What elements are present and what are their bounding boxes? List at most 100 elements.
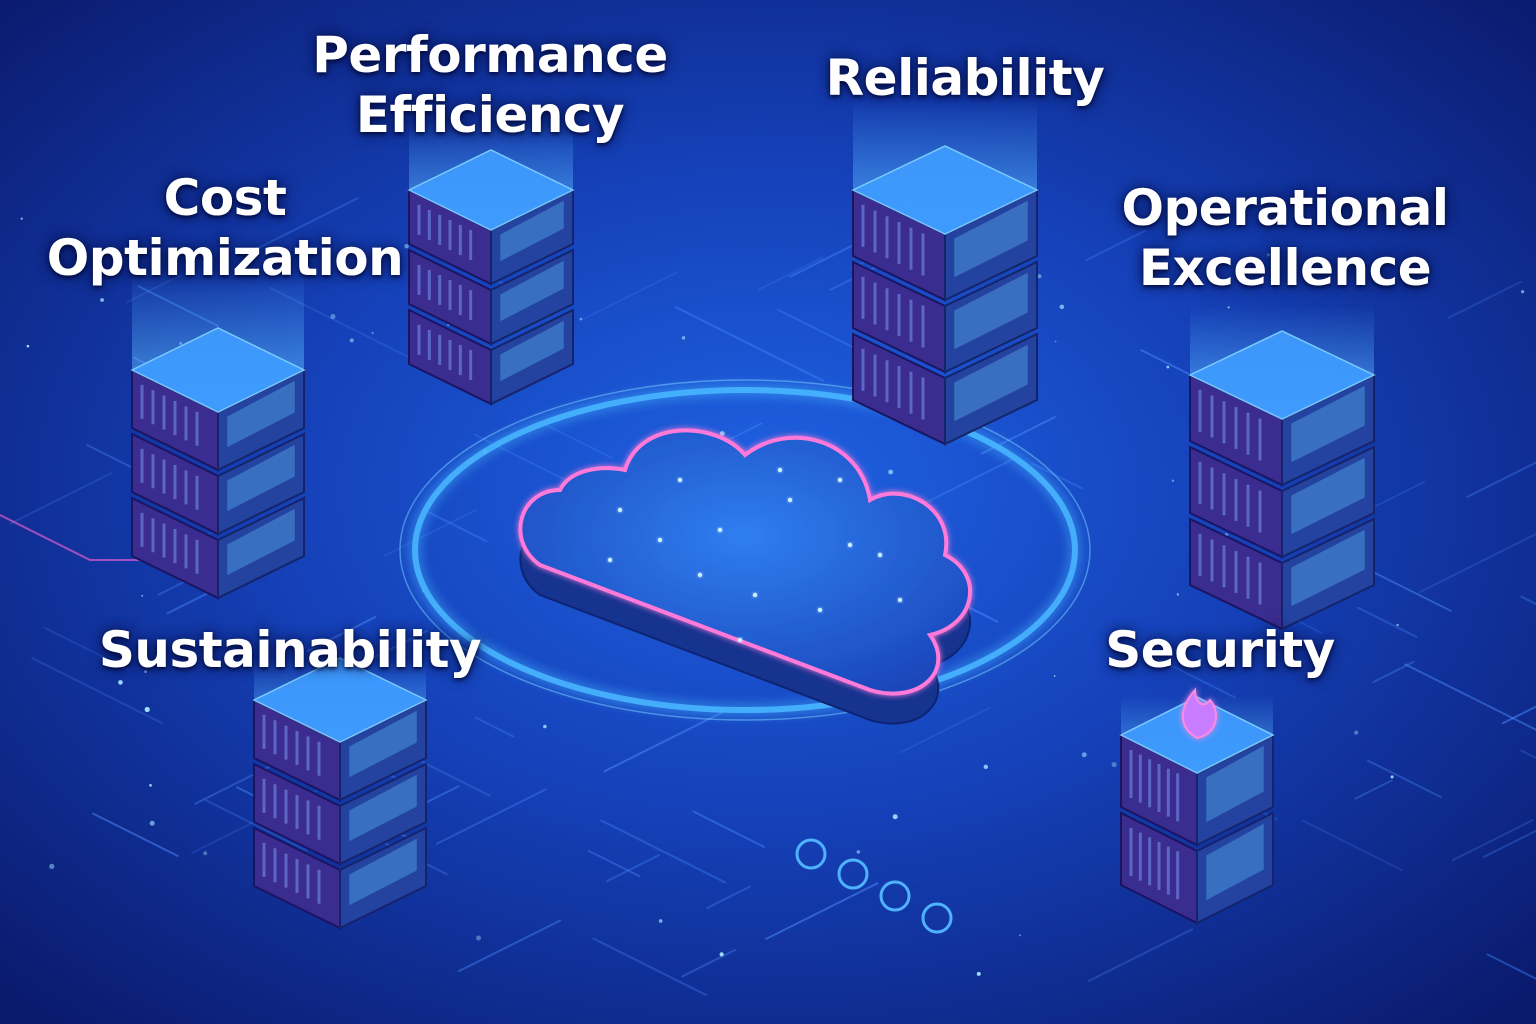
flame-icon [1181,687,1217,740]
sparkle [579,317,583,321]
server-panel [954,272,1028,350]
sparkle [1176,593,1180,596]
sparkle [1171,479,1175,483]
circuit-trace [681,948,737,978]
star [897,597,903,603]
circuit-trace [603,711,724,773]
star [737,637,743,643]
circuit-trace [545,424,613,459]
status-ring [921,902,953,934]
server-top-face [407,149,575,231]
server-top-face [1188,330,1376,420]
server-right-face [1196,811,1274,925]
label-performance-efficiency: Performance Efficiency [300,25,680,145]
sparkle [888,469,894,475]
sparkle [1166,365,1170,369]
circuit-trace [1419,532,1536,593]
circuit-trace [1140,649,1236,699]
circuit-trace [43,626,129,671]
star [697,572,703,578]
circuit-trace [251,197,359,252]
server-panel [227,444,295,512]
circuit-trace [1404,663,1536,731]
star [877,552,883,558]
circuit-trace [1085,229,1147,262]
circuit-trace [757,256,824,291]
sparkle [188,209,194,215]
circuit-trace [600,819,727,884]
circuit-trace [692,810,765,848]
sparkle [371,331,374,335]
circuit-trace [474,716,515,738]
star [717,527,723,533]
server-rack-icon-performance-efficiency [407,120,575,406]
label-security: Security [1090,620,1350,680]
server-right-face [944,260,1038,374]
circuit-trace [9,472,113,525]
server-panel [1291,457,1365,535]
circuit-trace [457,919,562,973]
circuit-trace [1367,759,1443,799]
circuit-trace [592,937,708,996]
sparkle [1267,253,1271,257]
star [657,537,663,543]
server-right-face [1281,517,1375,631]
server-top-face [252,657,428,743]
sparkle [203,851,208,856]
star [837,477,843,483]
label-line: Reliability [825,49,1105,107]
cloud-icon [518,428,973,696]
server-stacks [130,100,1376,930]
circuit-trace [356,629,428,667]
server-rack-icon-cost-optimization [130,270,306,600]
circuit-trace [606,854,660,882]
status-ring [795,838,827,870]
sparkle [330,313,336,320]
circuit-trace [1372,660,1415,683]
star [752,592,758,598]
label-operational-excellence: Operational Excellence [1095,178,1475,298]
sparkle [1390,775,1394,779]
label-line: Cost [163,169,287,227]
sparkle [1059,304,1065,310]
status-rings [795,838,953,934]
sparkle [141,594,144,597]
circuit-trace [1520,749,1536,760]
circuit-trace [1452,819,1534,861]
server-panel [1291,385,1365,463]
star [617,507,623,513]
central-cloud [399,379,1091,725]
server-panel [227,380,295,448]
sparkle [1081,752,1087,758]
label-line: Operational [1121,179,1449,237]
server-panel [954,200,1028,278]
circuit-trace [587,849,641,878]
label-line: Performance [312,26,668,84]
firewall-server-icon-security [1119,687,1275,925]
circuit-trace [435,788,547,845]
circuit-trace [306,616,377,653]
circuit-trace [1354,779,1393,800]
star [817,607,823,613]
sparkle [476,935,482,941]
server-panel [349,838,417,906]
server-right-face [490,248,574,346]
circuit-trace [675,306,824,382]
circuit-trace [473,433,569,482]
sparkle [658,919,663,923]
sparkle [892,814,898,820]
sparkle [1037,274,1042,279]
server-top-face [130,327,306,413]
glow-ring [412,387,1078,713]
sparkle [681,336,686,340]
circuit-trace [204,799,308,852]
server-right-face [339,826,427,930]
circuit-trace [1447,280,1522,319]
label-sustainability: Sustainability [90,620,490,680]
circuit-trace [582,271,678,320]
server-panel [500,320,564,382]
circuit-trace [899,706,991,754]
circuit-trace [1501,705,1536,725]
server-right-face [490,308,574,406]
